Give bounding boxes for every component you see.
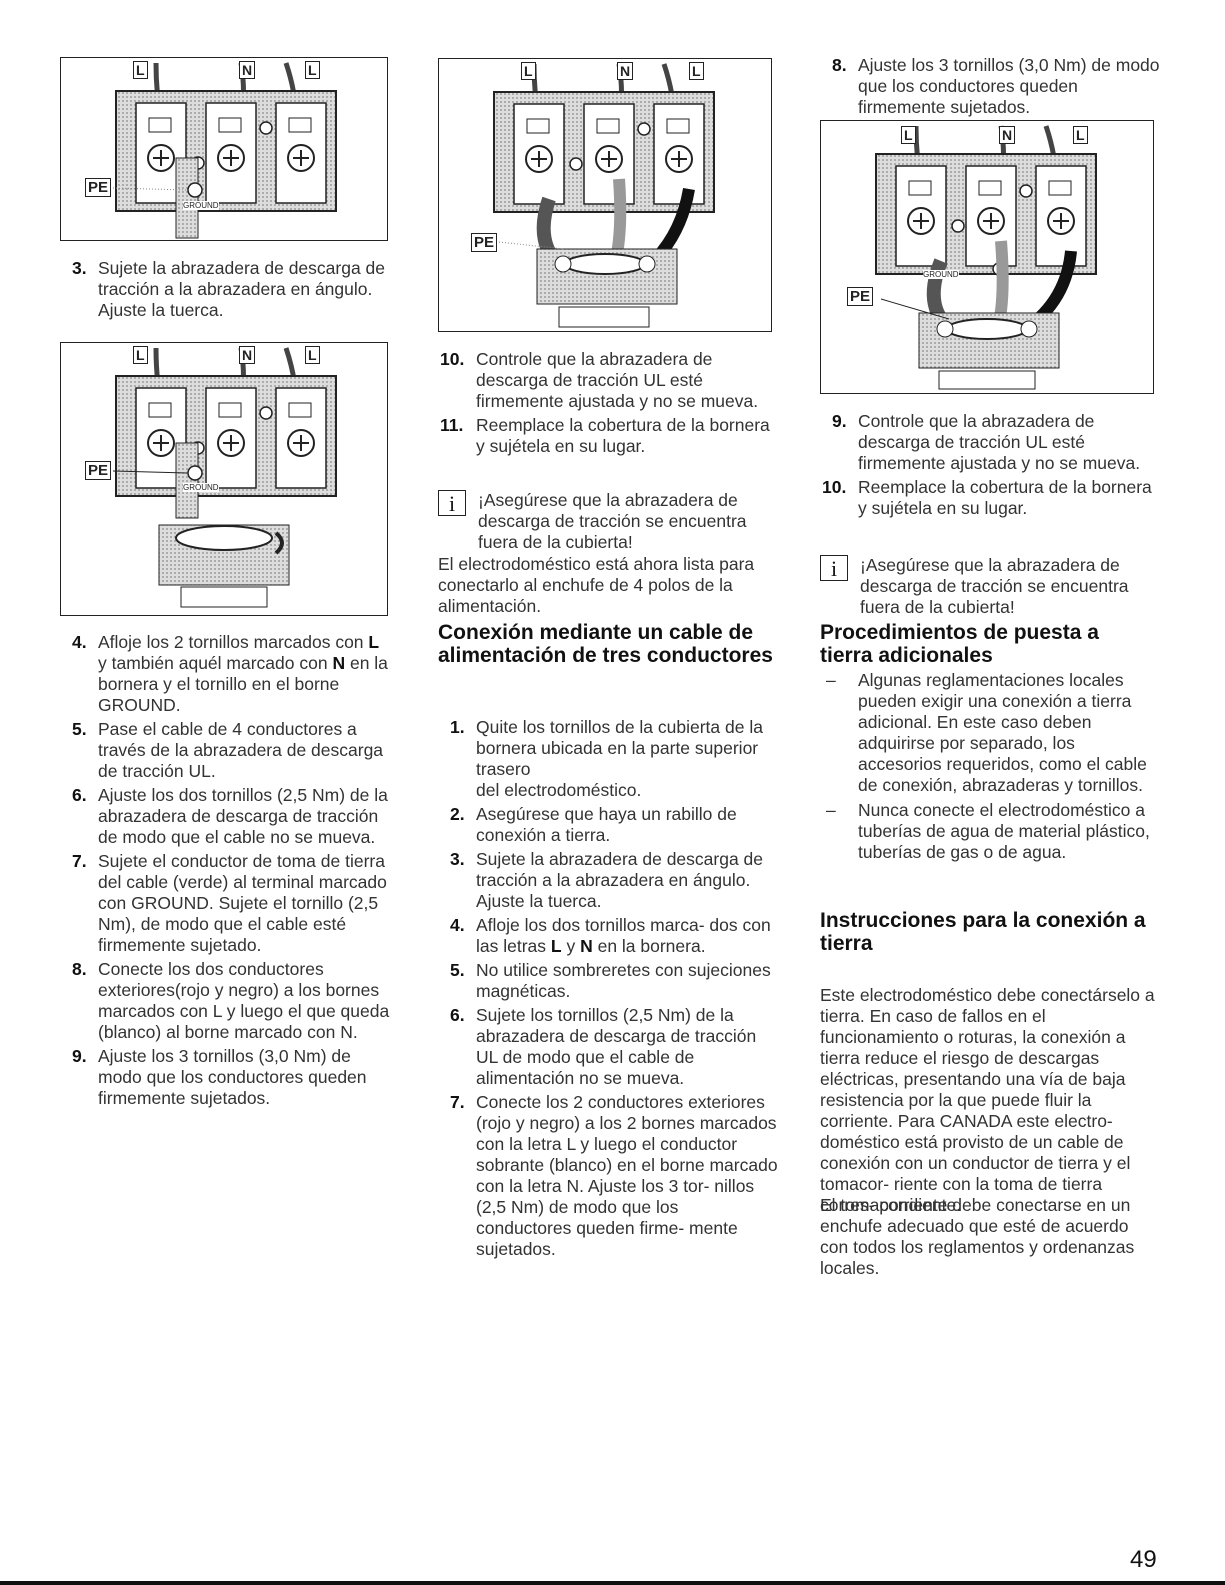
step-10: 10.Controle que la abrazadera de descarg… xyxy=(440,349,759,411)
label-L-right: L xyxy=(689,62,704,80)
label-PE: PE xyxy=(847,287,874,306)
label-N: N xyxy=(617,62,634,80)
label-L-right: L xyxy=(305,346,320,364)
step-6: 6.Ajuste los dos tornillos (2,5 Nm) de l… xyxy=(72,785,388,847)
label-PE: PE xyxy=(471,233,498,252)
terminal-block-figure-4: L N L PE GROUND xyxy=(820,120,1154,394)
step-1: 1. Quite los tornillos de la cubierta de… xyxy=(450,717,763,800)
steps-col1-b: 4. Afloje los 2 tornillos marcados con L… xyxy=(60,632,390,1112)
step-2: 2.Asegúrese que haya un rabillo de conex… xyxy=(450,804,737,845)
page-number: 49 xyxy=(1130,1546,1157,1573)
step-7: 7.Conecte los 2 conductores exteriores (… xyxy=(450,1092,778,1259)
label-PE: PE xyxy=(85,178,112,197)
terminal-block-figure-3: L N L PE xyxy=(438,58,772,332)
paragraph-outlet: El tomacorriente debe conectarse en un e… xyxy=(820,1195,1135,1278)
step-5: 5.No utilice sombreretes con sujeciones … xyxy=(450,960,771,1001)
label-L-right: L xyxy=(305,61,320,79)
step-10: 10.Reemplace la cobertura de la bornera … xyxy=(822,477,1152,518)
step-11: 11.Reemplace la cobertura de la bornera … xyxy=(440,415,770,456)
section-heading-additional-grounding: Procedimientos de puesta a tierra adicio… xyxy=(820,621,1099,667)
steps-col3-a: 8.Ajuste los 3 tornillos (3,0 Nm) de mod… xyxy=(820,55,1160,121)
list-item: –Nunca conecte el electrodoméstico a tub… xyxy=(826,800,1150,862)
step-8: 8.Ajuste los 3 tornillos (3,0 Nm) de mod… xyxy=(832,55,1160,117)
label-ground: GROUND xyxy=(183,483,219,492)
step-4: 4. Afloje los dos tornillos marca- dos c… xyxy=(450,915,771,956)
label-PE: PE xyxy=(85,461,112,480)
terminal-block-figure-2: L N L PE GROUND xyxy=(60,342,388,616)
steps-col2-b: 1. Quite los tornillos de la cubierta de… xyxy=(438,717,778,1263)
steps-col2-a: 10.Controle que la abrazadera de descarg… xyxy=(438,349,778,460)
step-6: 6.Sujete los tornillos (2,5 Nm) de la ab… xyxy=(450,1005,757,1088)
step-9: 9.Ajuste los 3 tornillos (3,0 Nm) de mod… xyxy=(72,1046,367,1108)
terminal-block-figure-1: L N L PE GROUND xyxy=(60,57,388,241)
label-ground: GROUND xyxy=(923,270,959,279)
label-N: N xyxy=(239,61,256,79)
steps-col1-a: 3. Sujete la abrazadera de descarga de t… xyxy=(60,258,390,324)
label-L-left: L xyxy=(901,126,916,144)
paragraph-grounding: Este electrodoméstico debe conectárselo … xyxy=(820,985,1155,1215)
step-3: 3. Sujete la abrazadera de descarga de t… xyxy=(72,258,386,320)
list-item: –Algunas reglamentaciones locales pueden… xyxy=(826,670,1147,795)
bottom-rule xyxy=(0,1581,1225,1585)
grounding-notes-list: –Algunas reglamentaciones locales pueden… xyxy=(820,670,1160,867)
info-icon: i xyxy=(820,555,848,581)
info-icon: i xyxy=(438,490,466,516)
label-N: N xyxy=(999,126,1016,144)
label-L-left: L xyxy=(133,61,148,79)
label-L-right: L xyxy=(1073,126,1088,144)
steps-col3-b: 9.Controle que la abrazadera de descarga… xyxy=(820,411,1160,522)
step-3: 3. Sujete la abrazadera de descarga de t… xyxy=(450,849,764,911)
section-heading-grounding-instructions: Instrucciones para la conexión a tierra xyxy=(820,909,1146,955)
label-L-left: L xyxy=(133,346,148,364)
step-8: 8.Conecte los dos conductores exteriores… xyxy=(72,959,390,1042)
step-5: 5.Pase el cable de 4 conductores a travé… xyxy=(72,719,384,781)
info-note: i ¡Asegúrese que la abrazadera de descar… xyxy=(820,555,1160,618)
paragraph-ready: El electrodoméstico está ahora lista par… xyxy=(438,554,755,616)
section-heading-three-conductor: Conexión mediante un cable de alimentaci… xyxy=(438,621,773,667)
label-ground: GROUND xyxy=(183,201,219,210)
step-4: 4. Afloje los 2 tornillos marcados con L… xyxy=(72,632,388,715)
label-N: N xyxy=(239,346,256,364)
step-7: 7.Sujete el conductor de toma de tierra … xyxy=(72,851,387,955)
label-L-left: L xyxy=(521,62,536,80)
info-note: i ¡Asegúrese que la abrazadera de descar… xyxy=(438,490,778,553)
step-9: 9.Controle que la abrazadera de descarga… xyxy=(832,411,1141,473)
